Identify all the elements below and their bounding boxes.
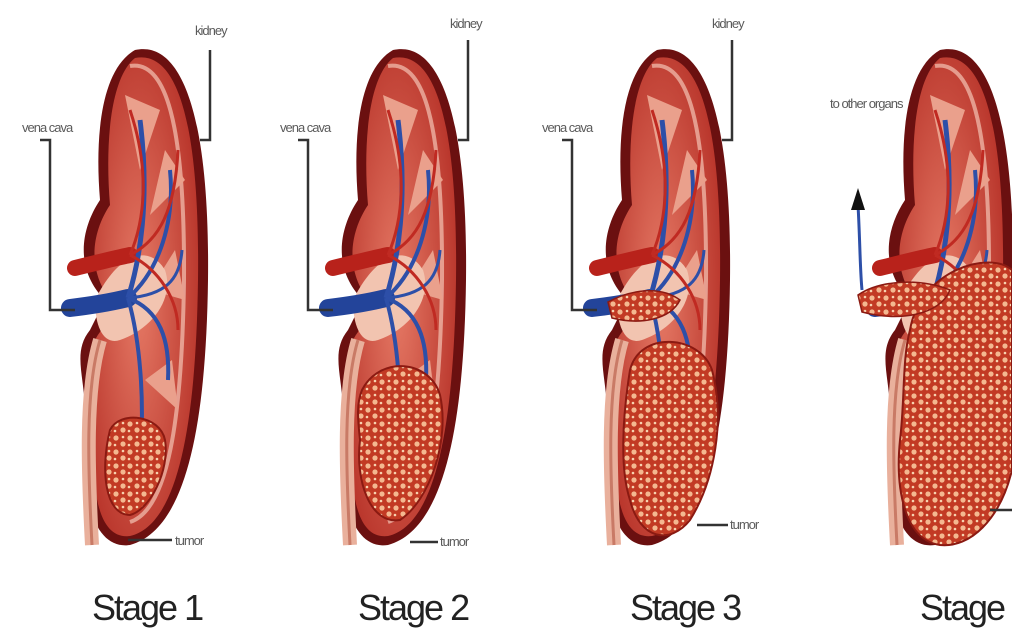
stage-3-panel: vena cava kidney tumor Stage 3 xyxy=(542,16,760,628)
stage-1-title: Stage 1 xyxy=(92,587,203,628)
spread-arrow xyxy=(858,205,862,290)
stage-1-tumor-label: tumor xyxy=(175,533,205,548)
stage-3-title: Stage 3 xyxy=(630,587,741,628)
stage-4-panel: to other organs Stage 4 xyxy=(830,49,1012,628)
stage-2-tumor-label: tumor xyxy=(440,534,470,549)
stage-1-vena-cava-label: vena cava xyxy=(22,120,74,135)
stage-2-kidney-label: kidney xyxy=(450,16,483,31)
stage-3-tumor xyxy=(623,342,717,535)
stage-2-vena-cava-label: vena cava xyxy=(280,120,332,135)
stage-2-title: Stage 2 xyxy=(358,587,469,628)
stage-4-spread-label-text: to other organs xyxy=(830,96,904,111)
stage-1-panel: vena cava kidney tumor Stage 1 xyxy=(22,23,228,628)
stage-3-tumor-label: tumor xyxy=(730,517,760,532)
spread-arrow-head xyxy=(851,188,865,210)
stage-2-panel: vena cava kidney tumor Stage 2 xyxy=(280,16,483,628)
stage-1-kidney-label: kidney xyxy=(195,23,228,38)
stage-4-spread-label: to other organs xyxy=(830,96,904,111)
stage-4-title: Stage 4 xyxy=(920,587,1012,628)
stage-3-vena-cava-label: vena cava xyxy=(542,120,594,135)
stage-3-kidney-label: kidney xyxy=(712,16,745,31)
